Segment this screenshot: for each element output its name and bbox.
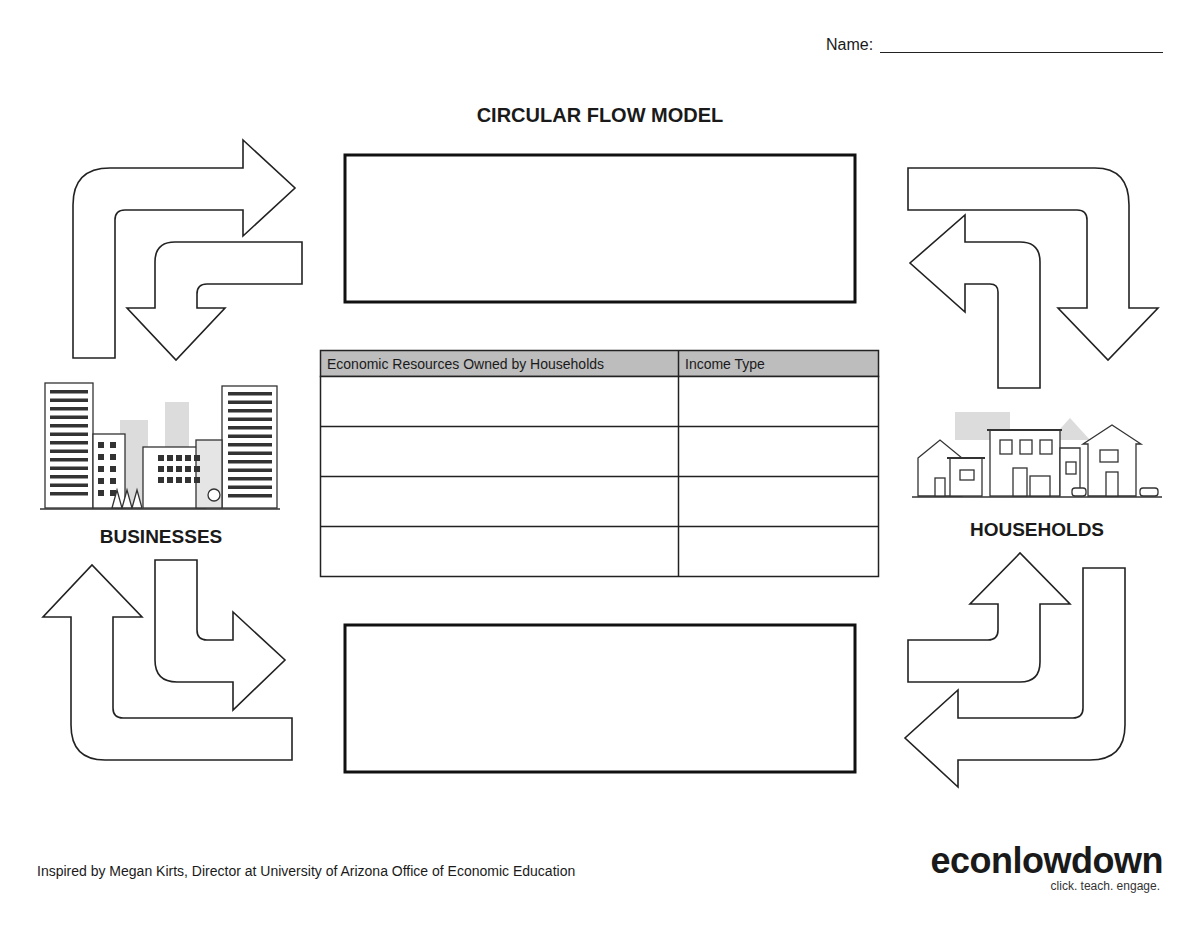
- table-header: Economic Resources Owned by Households: [327, 356, 604, 372]
- sector-label: HOUSEHOLDS: [970, 519, 1104, 541]
- flow-arrow: [905, 568, 1125, 787]
- flow-arrow: [908, 553, 1070, 682]
- businesses-illustration: [40, 383, 280, 509]
- households-illustration: [912, 412, 1162, 497]
- answer-box: [345, 155, 855, 302]
- diagram-title: CIRCULAR FLOW MODEL: [477, 104, 724, 127]
- flow-arrow: [127, 242, 302, 360]
- table-header: Income Type: [685, 356, 765, 372]
- answer-box: [345, 625, 855, 772]
- flow-arrow: [910, 215, 1040, 388]
- logo-tagline: click. teach. engage.: [1051, 880, 1160, 894]
- credit-note: Inspired by Megan Kirts, Director at Uni…: [37, 863, 575, 879]
- name-line: [880, 52, 1163, 53]
- flow-arrow: [155, 560, 285, 710]
- name-label: Name:: [826, 36, 873, 54]
- logo-wordmark: econlowdown: [931, 840, 1164, 881]
- resource-table: [320, 350, 879, 577]
- sector-label: BUSINESSES: [100, 526, 222, 548]
